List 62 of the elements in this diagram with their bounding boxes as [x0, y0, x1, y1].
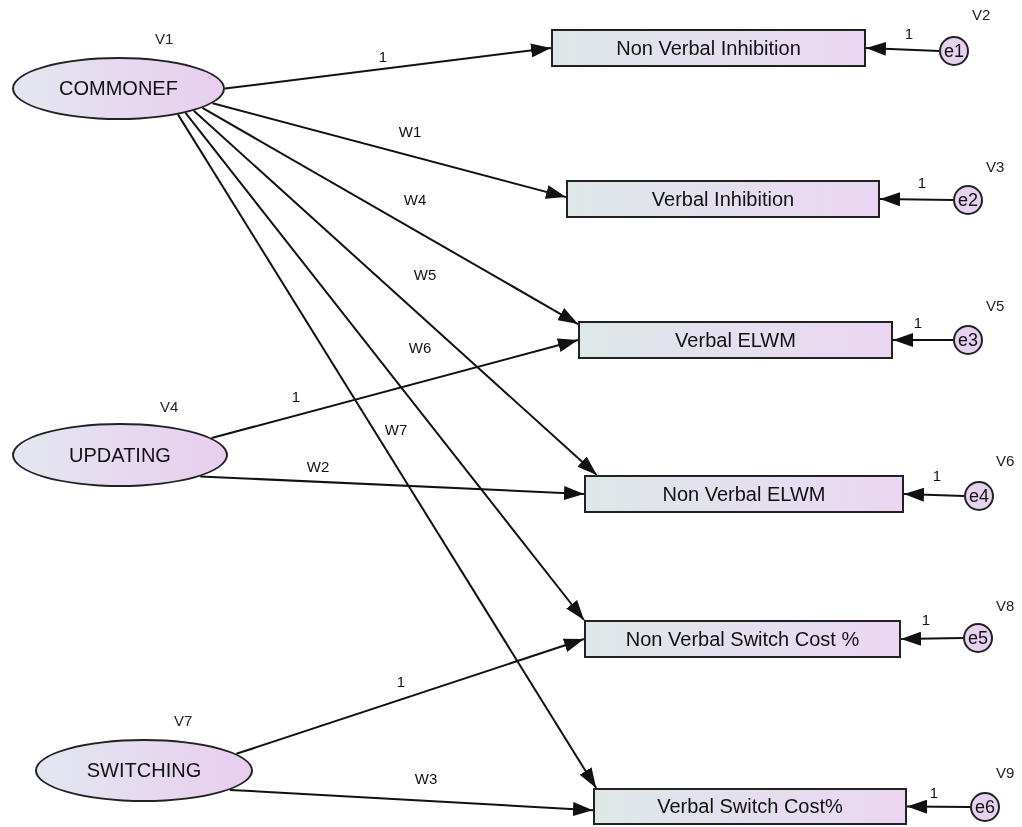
variable-label: V4: [160, 398, 179, 415]
variable-name: Non Verbal ELWM: [662, 482, 826, 506]
variable-name: Verbal Switch Cost%: [657, 795, 843, 818]
path-arrow: [210, 338, 579, 440]
path-arrow: [879, 192, 954, 207]
variable-name: Verbal ELWM: [675, 328, 796, 352]
variable-name: e5: [968, 627, 988, 649]
edge-label: 1: [289, 389, 303, 405]
edge-label: W3: [412, 771, 440, 787]
path-arrow: [892, 333, 954, 347]
variable-name: Non Verbal Switch Cost %: [625, 627, 860, 651]
variable-label: V9: [996, 764, 1015, 781]
path-arrow: [228, 788, 594, 817]
edge-label: 1: [930, 468, 944, 484]
edge-label: 1: [911, 315, 925, 331]
observed-variable-box: [551, 29, 866, 67]
path-arrow: [900, 631, 964, 646]
variable-name: e1: [944, 40, 964, 62]
variable-name: e4: [969, 485, 989, 507]
path-arrow: [235, 638, 585, 755]
path-arrow: [906, 799, 971, 814]
path-arrow: [184, 112, 585, 621]
observed-variable-box: [584, 475, 904, 513]
edge-label: 1: [394, 674, 408, 690]
variable-name: Non Verbal Inhibition: [616, 36, 801, 60]
edge-label: W6: [406, 340, 434, 356]
variable-name: UPDATING: [69, 443, 171, 467]
variable-name: COMMONEF: [59, 77, 178, 100]
variable-name: e6: [975, 796, 995, 818]
path-arrow: [211, 102, 567, 199]
variable-label: V7: [174, 712, 193, 729]
observed-variable-box: [566, 180, 880, 218]
path-arrow: [224, 43, 552, 90]
edge-label: W1: [396, 124, 424, 140]
path-arrow: [192, 109, 598, 476]
edge-label: 1: [902, 26, 916, 42]
variable-label: V3: [986, 158, 1005, 175]
edge-label: W4: [401, 192, 429, 208]
variable-label: V8: [996, 597, 1015, 614]
path-arrow: [199, 475, 585, 501]
edge-label: 1: [927, 785, 941, 801]
observed-variable-box: [584, 620, 901, 658]
path-arrow: [201, 106, 579, 326]
path-arrow: [177, 113, 598, 789]
variable-label: V1: [155, 30, 174, 47]
variable-label: V5: [986, 297, 1005, 314]
variable-name: Verbal Inhibition: [651, 187, 795, 211]
edge-label: 1: [919, 612, 933, 628]
path-arrow: [903, 487, 965, 502]
variable-label: V6: [996, 452, 1015, 469]
edge-label: W5: [411, 267, 439, 283]
edge-label: W2: [304, 459, 332, 475]
edge-label: W7: [382, 422, 410, 438]
observed-variable-box: [578, 321, 893, 359]
observed-variable-box: [593, 788, 907, 825]
edge-label: 1: [376, 49, 390, 65]
variable-name: e2: [958, 189, 978, 211]
variable-label: V2: [972, 6, 991, 23]
variable-name: SWITCHING: [86, 759, 202, 782]
path-arrow: [865, 41, 940, 56]
variable-name: e3: [958, 329, 978, 351]
edge-label: 1: [915, 175, 929, 191]
